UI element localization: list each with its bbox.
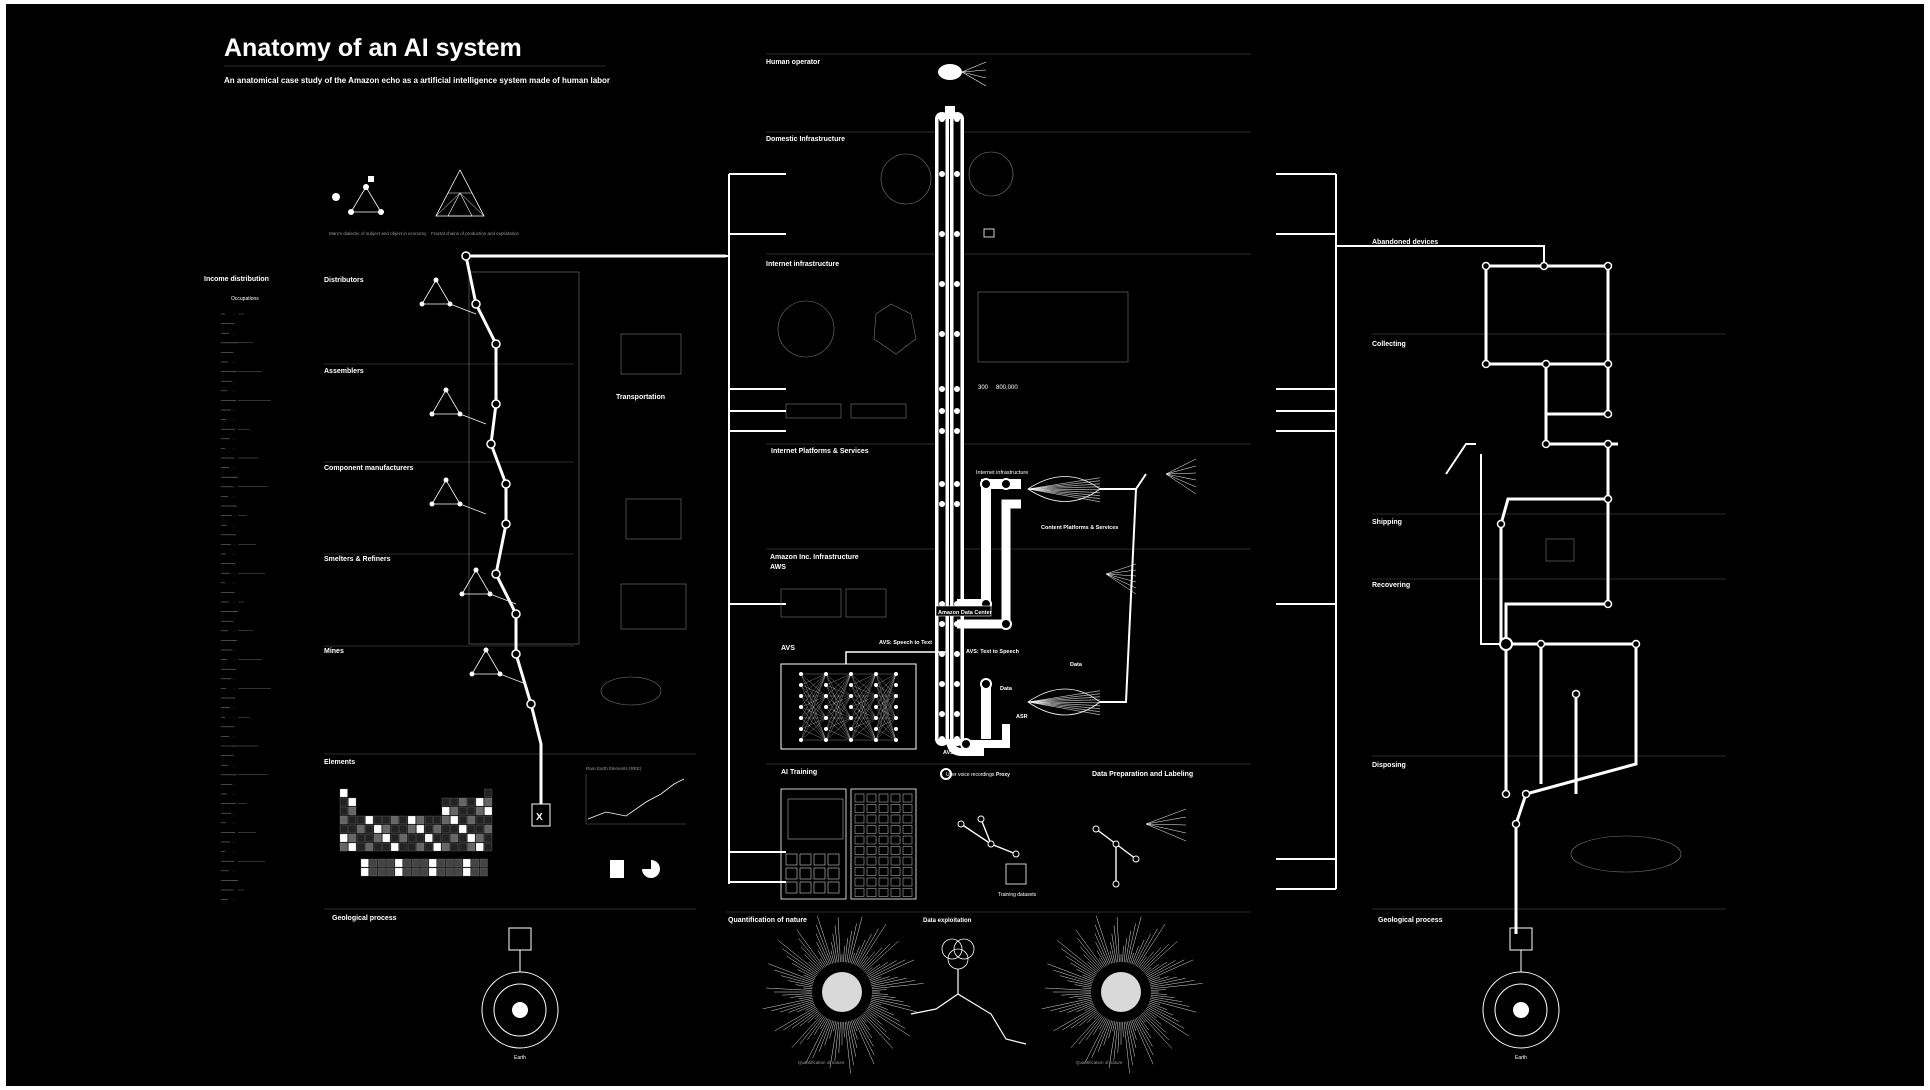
right-earth-label: Earth — [1515, 1055, 1527, 1061]
content-platforms-label: Content Platforms & Services — [1041, 525, 1118, 531]
user-voice-label: User voice recordings — [946, 772, 995, 778]
landfill-illustration — [1570, 835, 1682, 873]
right-geological-process-label: Geological process — [1378, 917, 1443, 924]
component-manufacturers-label: Component manufacturers — [324, 465, 414, 472]
proxy-label: Proxy — [996, 772, 1010, 778]
internet-infrastructure-label: Internet infrastructure — [766, 261, 839, 268]
data-exploitation-label: Data exploitation — [923, 918, 972, 924]
poster-title: Anatomy of an AI system — [224, 34, 522, 62]
training-datasets-label: Training datasets — [998, 892, 1037, 898]
neural-network-box — [780, 651, 946, 750]
left-earth-label: Earth — [514, 1055, 526, 1061]
recycling-nodes — [1481, 261, 1641, 829]
collecting-label: Collecting — [1372, 341, 1406, 348]
transportation-label: Transportation — [616, 394, 665, 401]
human-operator-label: Human operator — [766, 59, 820, 66]
number-a: 300 — [978, 385, 989, 391]
asr-label: ASR — [1016, 714, 1028, 720]
pipe-nodes — [939, 116, 1012, 780]
supply-chain-nodes — [419, 251, 536, 709]
rare-earth-label: Rare Earth Elements (REE) — [586, 766, 642, 771]
feeder-lines — [726, 173, 1366, 890]
quant-caption-right: Quantification of nature — [1076, 1060, 1123, 1065]
poster: Anatomy of an AI system An anatomical ca… — [6, 4, 1924, 1086]
left-illustrations — [600, 333, 687, 706]
data-prep-network — [957, 808, 1187, 888]
right-earth — [1482, 927, 1560, 1049]
assemblers-label: Assemblers — [324, 368, 364, 375]
abandoned-devices-label: Abandoned devices — [1372, 239, 1438, 246]
avs-speech-to-text-label: AVS: Speech to Text — [879, 640, 932, 646]
aws-label: AWS — [770, 564, 786, 571]
data-exploitation-venn — [910, 938, 1027, 1045]
right-section-separators — [1372, 333, 1726, 910]
quant-caption-left: Quantification of nature — [798, 1060, 845, 1065]
data-pipe-label: Data — [1000, 686, 1013, 692]
mines-label: Mines — [324, 648, 344, 655]
disposing-label: Disposing — [1372, 762, 1406, 769]
central-data-pipes — [935, 106, 1021, 756]
periodic-table — [339, 788, 493, 877]
quantification-nature-label: Quantification of nature — [728, 917, 807, 924]
svg-text:X: X — [536, 812, 543, 823]
avs-text-to-speech-label: AVS: Text to Speech — [966, 649, 1020, 655]
platform-fans — [1027, 458, 1197, 716]
amazon-infrastructure-label: Amazon Inc. Infrastructure — [770, 554, 859, 561]
occupations-label: Occupations — [231, 296, 259, 302]
income-distribution-bars — [221, 313, 271, 901]
diagram-canvas: Anatomy of an AI system An anatomical ca… — [204, 34, 1726, 1074]
human-operator-icon — [938, 61, 987, 87]
smelters-refiners-label: Smelters & Refiners — [324, 556, 391, 563]
avs-intent-label: AVS: Intent — [943, 750, 972, 756]
shipping-container-icon — [1545, 538, 1575, 562]
aws-racks — [780, 588, 887, 618]
internet-infrastructure-graphics — [777, 291, 1129, 419]
amazon-data-center-label: Amazon Data Center — [938, 610, 993, 616]
avs-label: AVS — [781, 645, 795, 652]
left-section-separators — [324, 271, 696, 910]
elements-label: Elements — [324, 759, 355, 766]
left-geological-process-label: Geological process — [332, 915, 397, 922]
domestic-infrastructure-label: Domestic Infrastructure — [766, 136, 845, 143]
recovering-label: Recovering — [1372, 582, 1410, 589]
data-label: Data — [1070, 662, 1083, 668]
marx-caption: Marx's dialectic of subject and object i… — [329, 231, 427, 236]
poster-subtitle: An anatomical case study of the Amazon e… — [224, 76, 610, 85]
internet-platforms-label: Internet Platforms & Services — [771, 448, 869, 455]
number-b: 800,000 — [996, 385, 1018, 391]
quantification-bursts — [762, 915, 1203, 1074]
internet-infrastructure-short: Internet infrastructure — [976, 470, 1028, 476]
data-prep-label: Data Preparation and Labeling — [1092, 771, 1193, 778]
fractal-caption: Fractal chains of production and exploit… — [431, 231, 520, 236]
ai-training-grids — [780, 788, 917, 900]
center-panel-frame — [726, 53, 1337, 913]
ai-training-label: AI Training — [781, 769, 817, 776]
shipping-label: Shipping — [1372, 519, 1402, 526]
recycling-route — [1336, 245, 1638, 934]
distributors-label: Distributors — [324, 277, 364, 284]
domestic-network-circles — [880, 151, 1014, 238]
ree-chart — [585, 774, 686, 878]
supply-chain-route: X — [464, 254, 726, 827]
fractal-triangle — [435, 169, 485, 217]
marx-diagram — [332, 176, 384, 215]
income-distribution-label: Income distribution — [204, 276, 269, 283]
left-earth — [481, 927, 559, 1049]
